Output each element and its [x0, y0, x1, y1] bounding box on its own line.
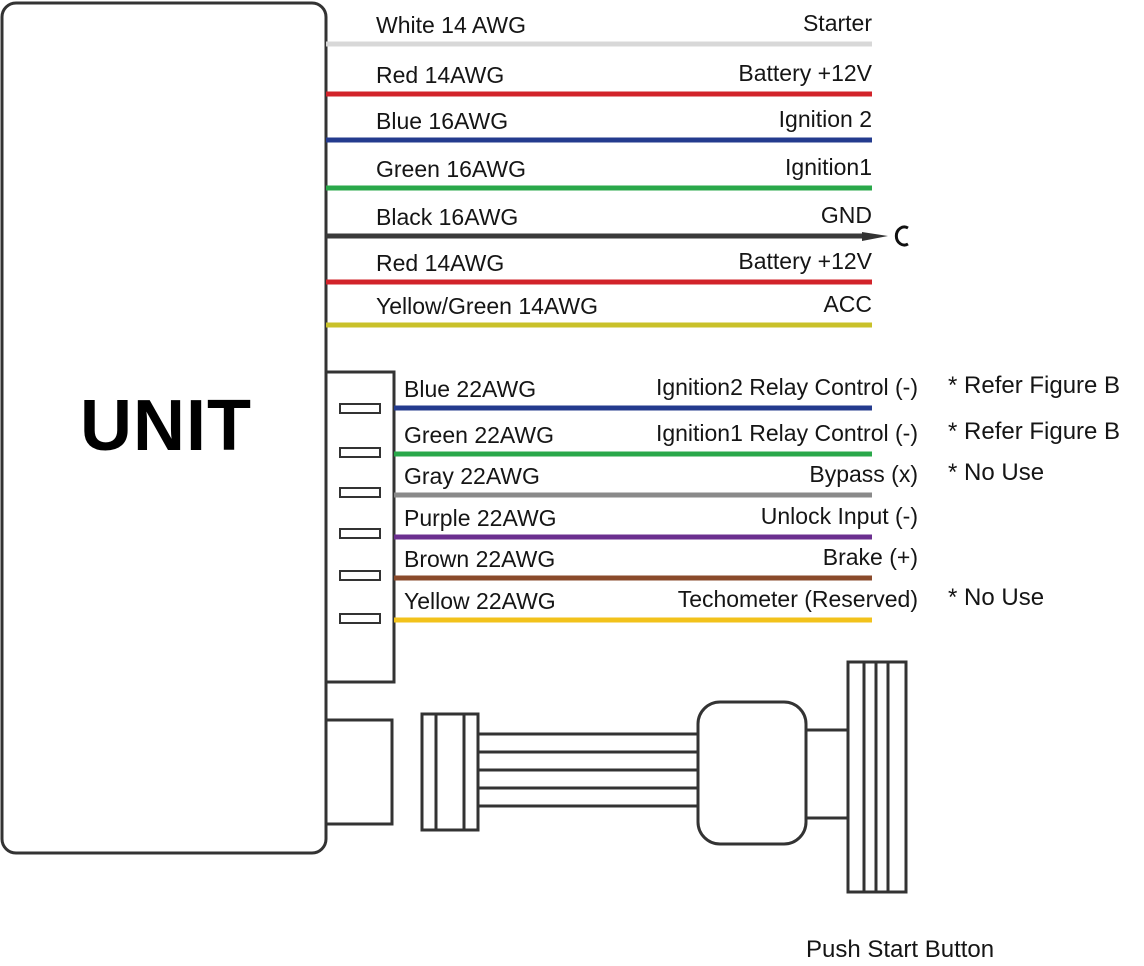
connector-pin [339, 613, 381, 624]
main-wires [326, 41, 872, 328]
connector-wire-note: * No Use [948, 584, 1045, 611]
main-wire-color-label: Green 16AWG [376, 156, 526, 182]
main-wire-color-label: Yellow/Green 14AWG [376, 293, 599, 319]
connector-wire-function-label: Bypass (x) [809, 461, 918, 487]
connector-wire-function-label: Ignition2 Relay Control (-) [655, 374, 918, 400]
connector-wire-color-label: Purple 22AWG [404, 505, 557, 531]
push-start-button-label: Push Start Button [806, 936, 995, 963]
push-button-harness [326, 660, 908, 894]
connector-wire-function-label: Brake (+) [822, 544, 918, 570]
connector-pin [339, 528, 381, 539]
connector-pins [339, 403, 381, 624]
main-wire-function-label: Starter [802, 10, 872, 36]
connector-wire-function-label: Ignition1 Relay Control (-) [655, 420, 918, 446]
connector-pin [339, 570, 381, 581]
main-wire-color-label: Red 14AWG [376, 250, 505, 276]
unit-box [0, 1, 328, 855]
connector-wires [394, 405, 872, 623]
connector-wire-note: * No Use [948, 459, 1045, 486]
connector-pin [339, 487, 381, 498]
connector-pin [339, 447, 381, 458]
connector-wire-note: * Refer Figure B [948, 372, 1121, 399]
connector-wire-color-label: Blue 22AWG [404, 376, 537, 402]
connector-wire-color-label: Green 22AWG [404, 422, 554, 448]
main-wire-function-label: Ignition 2 [778, 106, 872, 132]
main-wire-color-label: Red 14AWG [376, 62, 505, 88]
connector-housing [326, 370, 396, 684]
unit-label: UNIT [80, 386, 252, 466]
main-wire-function-label: Ignition1 [785, 154, 872, 180]
main-wire-color-label: Blue 16AWG [376, 108, 509, 134]
connector-wire-color-label: Yellow 22AWG [404, 588, 556, 614]
connector-wire-note: * Refer Figure B [948, 418, 1121, 445]
ring-terminal-icon [862, 225, 909, 247]
connector-pin [339, 403, 381, 414]
connector-wire-function-label: Techometer (Reserved) [677, 586, 918, 612]
main-wire-function-label: GND [820, 202, 872, 228]
main-wire-function-label: ACC [823, 291, 872, 317]
main-wire-function-label: Battery +12V [738, 60, 872, 86]
main-wire-function-label: Battery +12V [738, 248, 872, 274]
connector-wire-color-label: Gray 22AWG [404, 463, 540, 489]
connector-wire-function-label: Unlock Input (-) [760, 503, 918, 529]
main-wire-color-label: White 14 AWG [376, 12, 526, 38]
connector-wire-color-label: Brown 22AWG [404, 546, 556, 572]
main-wire-color-label: Black 16AWG [376, 204, 519, 230]
